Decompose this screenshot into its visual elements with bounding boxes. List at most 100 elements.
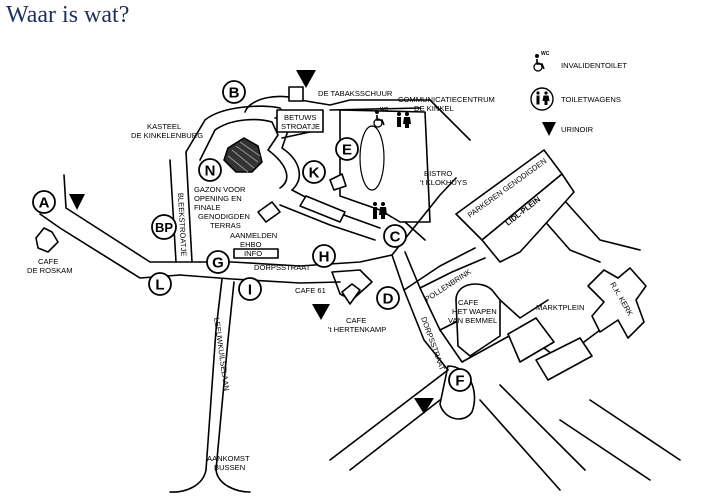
cafe61-building <box>331 269 373 301</box>
label-cafe-roskam-1: CAFE <box>38 257 58 266</box>
label-wapen-2: HET WAPEN <box>452 307 497 316</box>
road-bus-arrival <box>169 469 251 493</box>
road-west-upper <box>63 174 201 263</box>
label-tabaksschuur: DE TABAKSSCHUUR <box>318 89 393 98</box>
label-gazon-2: OPENING EN <box>194 194 242 203</box>
tabaksschuur-box <box>288 86 304 102</box>
marker-d[interactable]: D <box>376 286 400 310</box>
place-labels: DE TABAKSSCHUUR BETUWS STROATJE KASTEEL … <box>27 89 585 472</box>
toilet-icon <box>397 112 411 128</box>
roads <box>39 95 681 493</box>
castle-building <box>223 137 263 173</box>
marker-h[interactable]: H <box>312 244 336 268</box>
label-aanmelden-1: AANMELDEN <box>230 231 277 240</box>
label-aanmelden-2: EHBO <box>240 240 262 249</box>
communicatiecentrum-oval <box>359 125 385 191</box>
marker-n-label: N <box>205 163 216 180</box>
marker-k-label: K <box>309 165 320 182</box>
marker-l[interactable]: L <box>148 272 172 296</box>
label-info: INFO <box>244 249 262 258</box>
road-d-to-f-east <box>404 251 463 363</box>
lidl-plein-area <box>481 173 575 263</box>
road-top-east <box>429 99 471 141</box>
marker-b-label: B <box>229 85 240 102</box>
legend-urinoir-label: URINOIR <box>561 125 594 134</box>
marker-i[interactable]: I <box>238 277 262 301</box>
label-bistro-2: 't KLOKHUYS <box>420 178 467 187</box>
road-bleekstroatje-east <box>185 151 193 263</box>
toilet-icon <box>373 202 387 219</box>
road-castle-loop <box>185 105 301 191</box>
marker-g[interactable]: G <box>206 250 230 274</box>
marker-d-label: D <box>383 291 394 308</box>
label-wapen-3: VAN BEMMEL <box>448 316 497 325</box>
marktplein-building-2 <box>535 337 593 381</box>
road-lidl-west <box>391 177 457 256</box>
wc-icon-text: WC <box>380 107 389 113</box>
label-cafe-roskam-2: DE ROSKAM <box>27 266 73 275</box>
legend: WC INVALIDENTOILET TOILETWAGENS URINOIR <box>530 51 627 134</box>
label-hertenkamp-2: 't HERTENKAMP <box>328 325 386 334</box>
road-leeuwkuilselaan-west <box>205 278 223 471</box>
urinoir-icon <box>296 70 316 88</box>
road-leeuwkuilselaan-east <box>215 281 235 471</box>
label-betuws-2: STROATJE <box>281 122 320 131</box>
label-kasteel-2: DE KINKELENBURG <box>131 131 203 140</box>
road-d-to-f-west <box>391 254 449 371</box>
bistro-building <box>329 173 347 191</box>
marker-n[interactable]: N <box>198 158 222 182</box>
communicatiecentrum-building <box>339 109 431 223</box>
marker-g-label: G <box>212 255 224 272</box>
road-bleekstroatje-west <box>169 159 177 263</box>
marker-a-label: A <box>39 195 50 212</box>
marker-c[interactable]: C <box>383 224 407 248</box>
label-wapen-1: CAFE <box>458 298 478 307</box>
marker-b[interactable]: B <box>222 80 246 104</box>
urinoir-icon <box>69 194 85 210</box>
road-dorpsstraat-south <box>179 274 341 284</box>
label-gazon-3: FINALE <box>194 203 221 212</box>
label-marktplein: MARKTPLEIN <box>536 303 585 312</box>
page-title: Waar is wat? <box>6 2 130 28</box>
marker-c-label: C <box>390 229 401 246</box>
road-pollenbrink <box>403 247 486 291</box>
urinoir-markers <box>69 70 556 414</box>
marker-f-label: F <box>455 373 464 390</box>
street-bleekstroatje: BLEEKSTROATJE <box>176 193 188 257</box>
legend-invalidentoilet-label: INVALIDENTOILET <box>561 61 627 70</box>
marker-l-label: L <box>155 277 164 294</box>
marktplein-building-1 <box>507 317 555 363</box>
cafe-wapen-building <box>455 283 501 357</box>
urinoir-icon <box>312 304 330 320</box>
urinoir-icon <box>414 398 434 414</box>
road-south-east-b <box>559 399 681 481</box>
cafe-roskam-building <box>35 227 59 253</box>
genodigden-terras <box>257 201 281 223</box>
marker-bp[interactable]: BP <box>151 214 177 240</box>
marker-k[interactable]: K <box>302 160 326 184</box>
label-comm-1: COMMUNICATIECENTRUM <box>398 95 495 104</box>
label-gazon-1: GAZON VOOR <box>194 185 246 194</box>
street-dorpsstraat-1: DORPSSTRAAT <box>254 263 311 272</box>
legend-toilet-icon <box>530 87 554 111</box>
toilet-icons: WC <box>373 107 411 219</box>
rk-kerk-building <box>587 267 647 339</box>
road-lidl-path <box>404 221 426 241</box>
road-south-east-a <box>479 384 586 491</box>
marker-a[interactable]: A <box>32 190 56 214</box>
marker-h-label: H <box>319 249 330 266</box>
marker-e[interactable]: E <box>335 137 359 161</box>
street-dorpsstraat-2: DORPSSTRAAT <box>419 316 447 372</box>
betuws-stroatje-box <box>276 109 324 133</box>
road-southeast-1 <box>329 369 449 461</box>
label-aankomst-1: AANKOMST <box>207 454 250 463</box>
info-box <box>233 248 279 259</box>
k-area-building <box>299 195 346 223</box>
hertenkamp-building <box>341 283 361 305</box>
label-betuws-1: BETUWS <box>284 113 317 122</box>
label-terras-1: GENODIGDEN <box>198 212 250 221</box>
marker-f[interactable]: F <box>448 368 472 392</box>
label-comm-2: DE KINKEL <box>414 104 454 113</box>
label-kasteel-1: KASTEEL <box>147 122 181 131</box>
legend-wheelchair-wc-icon: WC <box>533 51 550 72</box>
